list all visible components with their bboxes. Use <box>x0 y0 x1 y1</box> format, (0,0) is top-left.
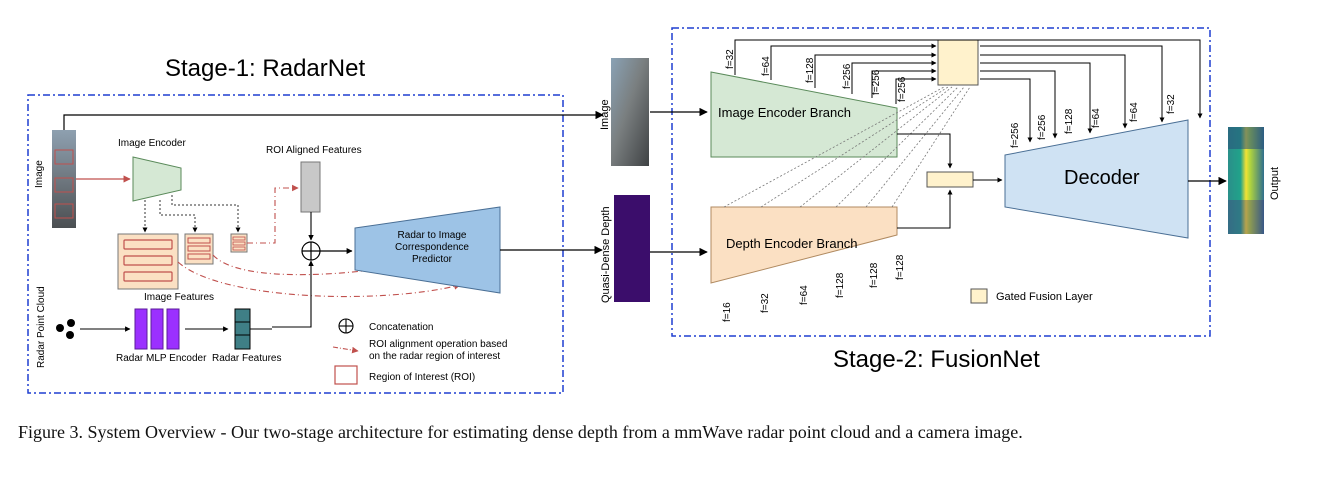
depth-to-fusion-dotted-lines <box>723 86 971 208</box>
depth-encoder-branch-label: Depth Encoder Branch <box>726 236 858 251</box>
depth-filter-label: f=64 <box>799 285 810 305</box>
image-features-label: Image Features <box>144 292 214 303</box>
quasi-dense-depth-map <box>614 195 650 302</box>
radar-points-icon <box>56 319 75 339</box>
predictor-label-line2: Correspondence <box>395 242 469 253</box>
depth-filter-label: f=128 <box>869 262 880 288</box>
stage1-image-label: Image <box>34 160 45 188</box>
depth-filter-label: f=128 <box>835 272 846 298</box>
depth-filter-label: f=32 <box>760 293 771 313</box>
roi-align-curve-1 <box>177 261 461 298</box>
stage1-input-image <box>52 130 76 228</box>
predictor-label-line1: Radar to Image <box>398 230 467 241</box>
stage1-image-encoder <box>132 156 182 202</box>
image-filter-label: f=128 <box>805 57 816 83</box>
decoder-label: Decoder <box>1064 167 1140 189</box>
roi-aligned-features-label: ROI Aligned Features <box>266 145 362 156</box>
concatenation-symbol <box>301 241 321 261</box>
roi-align-to-aligned-features <box>247 184 299 244</box>
gated-fusion-bottleneck <box>926 171 974 188</box>
decoder-filter-label: f=128 <box>1064 108 1075 134</box>
gated-fusion-top-block <box>937 39 979 86</box>
image-encoder-branch-label: Image Encoder Branch <box>718 105 851 120</box>
image-branch-filter-labels: f=32 f=64 f=128 f=256 f=256 f=256 <box>725 49 908 102</box>
image-filter-label: f=256 <box>842 63 853 89</box>
stage2-image-label: Image <box>599 99 611 130</box>
image-filter-label: f=256 <box>897 76 908 102</box>
image-branch-skip-lines <box>734 39 1203 119</box>
output-label: Output <box>1269 167 1281 200</box>
decoder <box>1004 119 1189 239</box>
stage1-frame <box>27 94 564 394</box>
output-depth-map <box>1228 127 1264 234</box>
roi-alignment-legend-icon <box>332 346 359 354</box>
predictor-label-line3: Predictor <box>412 254 453 265</box>
legend-roi-alignment-2: on the radar region of interest <box>369 351 500 362</box>
stage2-frame <box>671 27 1211 337</box>
quasi-dense-depth-label: Quasi-Dense Depth <box>600 206 612 303</box>
stage2-title: Stage-2: FusionNet <box>833 346 1040 373</box>
roi-aligned-features-block <box>300 161 321 213</box>
legend-region-of-interest: Region of Interest (ROI) <box>369 372 475 383</box>
encoder-to-mid-features <box>159 200 198 233</box>
image-filter-label: f=64 <box>761 56 772 76</box>
image-encoder-branch <box>710 71 898 158</box>
radar-features-to-concat-arrow <box>272 260 314 328</box>
roi-legend-icon <box>334 365 358 385</box>
depth-branch-to-fusion-arrow <box>897 189 953 229</box>
decoder-filter-label: f=256 <box>1010 122 1021 148</box>
radar-mlp-encoder <box>134 308 180 350</box>
depth-filter-label: f=128 <box>895 254 906 280</box>
image-filter-label: f=256 <box>871 69 882 95</box>
decoder-filter-labels: f=256 f=256 f=128 f=64 f=64 f=32 <box>1010 94 1177 148</box>
figure-caption: Figure 3. System Overview - Our two-stag… <box>18 422 1023 442</box>
gated-fusion-legend-icon <box>970 288 988 304</box>
image-filter-label: f=32 <box>725 49 736 69</box>
depth-filter-label: f=16 <box>722 302 733 322</box>
radar-to-image-predictor <box>354 206 501 294</box>
legend-roi-alignment-1: ROI alignment operation based <box>369 339 507 350</box>
radar-features-label: Radar Features <box>212 353 281 364</box>
radar-features-block <box>234 308 251 350</box>
decoder-filter-label: f=256 <box>1037 114 1048 140</box>
radar-point-cloud-label: Radar Point Cloud <box>36 286 47 368</box>
depth-encoder-branch <box>710 206 898 284</box>
decoder-filter-label: f=64 <box>1129 102 1140 122</box>
decoder-filter-label: f=32 <box>1166 94 1177 114</box>
stage2-input-image <box>611 58 649 166</box>
stage1-title: Stage-1: RadarNet <box>165 55 365 82</box>
image-encoder-label: Image Encoder <box>118 138 186 149</box>
radar-mlp-encoder-label: Radar MLP Encoder <box>116 353 207 364</box>
image-features <box>117 233 248 290</box>
decoder-filter-label: f=64 <box>1091 108 1102 128</box>
fusion-to-decoder-lines <box>980 45 1165 143</box>
encoder-to-small-features <box>171 195 241 233</box>
image-to-stage2-arrow <box>63 110 604 130</box>
image-branch-to-fusion-arrow <box>897 133 953 169</box>
concatenation-legend-icon <box>338 318 354 334</box>
depth-branch-filter-labels: f=16 f=32 f=64 f=128 f=128 f=128 <box>722 254 906 322</box>
legend-concatenation: Concatenation <box>369 322 434 333</box>
gated-fusion-legend-label: Gated Fusion Layer <box>996 291 1093 303</box>
